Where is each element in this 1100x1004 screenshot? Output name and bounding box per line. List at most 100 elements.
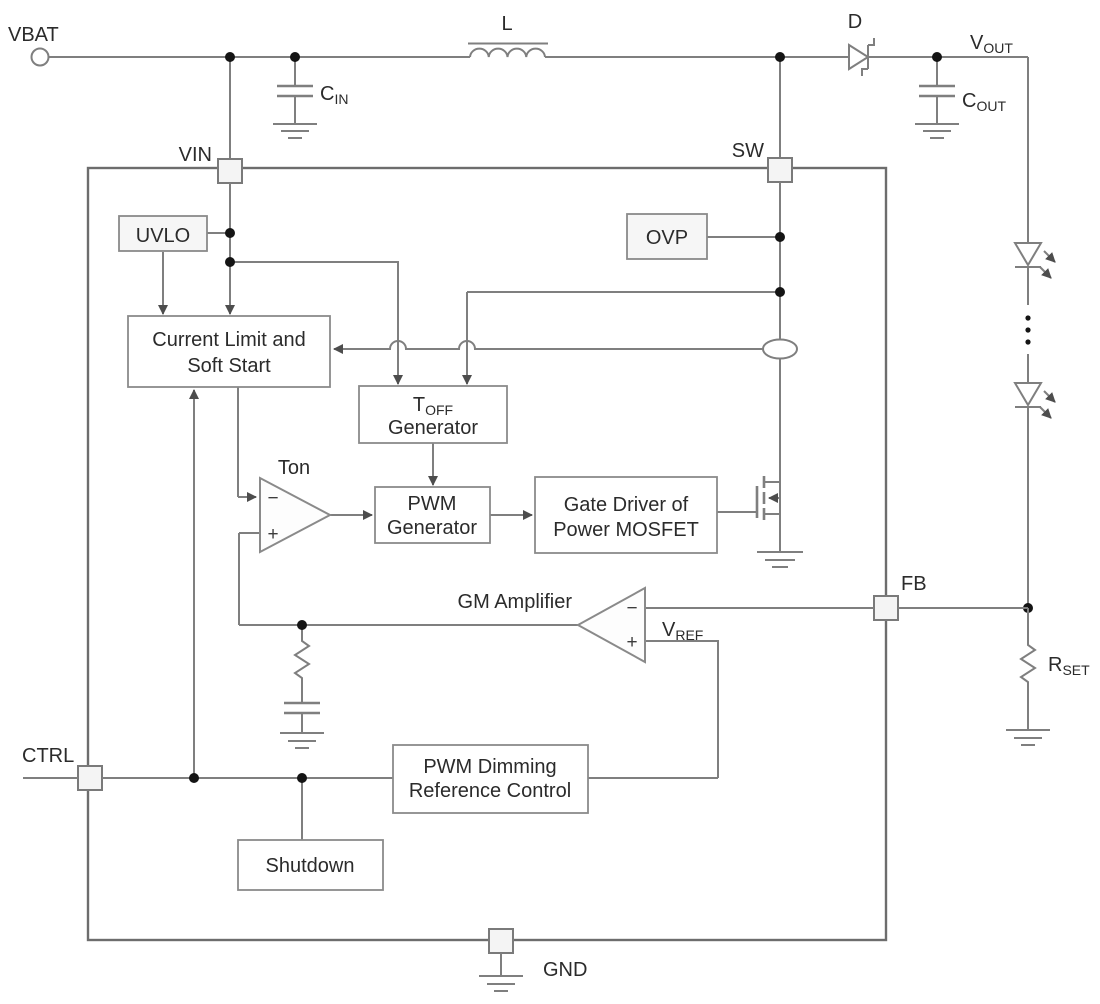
comp-resistor-symbol — [293, 625, 311, 703]
led-emission-arrow — [1043, 390, 1056, 403]
ton-comparator-triangle — [259, 476, 333, 554]
pwm-dimming-label-line2: Reference Control — [409, 780, 571, 802]
gnd-pin-ground-symbol — [479, 953, 523, 992]
mosfet-source-ground-symbol — [757, 551, 803, 568]
ctrl-pin-label: CTRL — [22, 745, 74, 767]
internal-wires — [102, 182, 1028, 840]
ctrl-internal-wire — [102, 777, 393, 840]
compensation-network — [280, 625, 324, 749]
gnd-pin-label: GND — [543, 959, 587, 981]
ctrl-pin — [77, 765, 103, 791]
cout-ground-symbol — [915, 123, 959, 139]
led-emission-arrow — [1039, 266, 1052, 279]
gnd-pin — [488, 928, 514, 954]
rset-label: RSET — [1048, 654, 1090, 678]
ic-outline — [86, 166, 888, 942]
shutdown-label: Shutdown — [266, 855, 355, 877]
junction-dot — [775, 232, 785, 242]
fb-pin — [873, 595, 899, 621]
sw-pin — [767, 157, 793, 183]
fb-pin-label: FB — [901, 573, 927, 595]
ton-label: Ton — [278, 457, 310, 479]
gm-amplifier-label: GM Amplifier — [458, 591, 573, 613]
vin-pin-label: VIN — [179, 144, 212, 166]
led-string-ellipsis — [1025, 339, 1031, 345]
junction-dot — [932, 52, 942, 62]
pwm-generator-block — [374, 486, 491, 544]
vbat-terminal — [30, 47, 50, 67]
pwm-dimming-label-line1: PWM Dimming — [423, 756, 556, 778]
vref-wire — [588, 640, 719, 779]
inductor-symbol — [468, 42, 548, 58]
top-rail-wire — [49, 56, 1029, 243]
junction-dot — [775, 52, 785, 62]
toff-generator-block — [358, 385, 508, 444]
gm-amplifier: GM Amplifier − + VREF — [458, 586, 703, 664]
sw-internal-wire — [466, 182, 781, 552]
gate-driver-label-line2: Power MOSFET — [553, 519, 699, 541]
ton-plus-sign: + — [267, 524, 278, 545]
led-string-ellipsis — [1025, 327, 1031, 333]
led-symbol — [1013, 242, 1043, 267]
ic-boundary: VIN SW FB CTRL GND — [22, 140, 927, 992]
uvlo-label: UVLO — [136, 225, 190, 247]
junction-dot — [189, 773, 199, 783]
junction-dot — [290, 52, 300, 62]
schottky-diode-symbol — [848, 38, 875, 76]
sw-pin-label: SW — [732, 140, 764, 162]
led-emission-arrow — [1039, 406, 1052, 419]
current-limit-block — [127, 315, 331, 388]
cin-label: CIN — [320, 83, 348, 107]
inductor-label: L — [501, 13, 512, 35]
uvlo-block — [118, 215, 208, 252]
junction-dot — [297, 620, 307, 630]
ovp-label: OVP — [646, 227, 688, 249]
diode-cathode-bar — [861, 38, 875, 76]
cin-capacitor-symbol — [273, 84, 317, 139]
led-cathode-bar — [1015, 406, 1041, 608]
cout-plates — [919, 84, 955, 98]
led-emission-arrow — [1043, 250, 1056, 263]
junction-dot — [225, 257, 235, 267]
inductor-coils — [469, 47, 546, 58]
current-sense-ellipse — [762, 338, 798, 360]
power-mosfet-symbol — [717, 476, 779, 520]
vin-pin — [217, 158, 243, 184]
ovp-block — [626, 213, 708, 260]
junction-dot — [297, 773, 307, 783]
pwm-dimming-block — [392, 744, 589, 814]
diode-label: D — [848, 11, 862, 33]
function-blocks: UVLO OVP Current Limit and Soft Start TO… — [118, 213, 718, 891]
gm-output-to-ton-wire — [238, 532, 578, 626]
comp-capacitor-symbol — [284, 701, 320, 715]
ton-minus-sign: − — [267, 488, 278, 509]
comp-ground-symbol — [280, 713, 324, 749]
gate-driver-label-line1: Gate Driver of — [564, 494, 689, 516]
current-limit-label-line2: Soft Start — [187, 355, 271, 377]
toff-label-line2: Generator — [388, 417, 478, 439]
cout-capacitor-symbol — [915, 84, 959, 139]
led-string: RSET — [1006, 242, 1090, 746]
current-sense-to-current-limit-arrow — [333, 340, 763, 354]
vref-label: VREF — [662, 619, 703, 643]
external-power-path: VBAT L D VOUT CIN COUT — [8, 11, 1029, 243]
pwm-generator-label-line2: Generator — [387, 517, 477, 539]
rset-ground-symbol — [1006, 729, 1050, 746]
pwm-generator-label-line1: PWM — [408, 493, 457, 515]
junction-dot — [225, 228, 235, 238]
shutdown-block — [237, 839, 384, 891]
ton-comparator: Ton − + — [259, 457, 333, 554]
cout-label: COUT — [962, 90, 1006, 114]
led-cathode-bar — [1015, 266, 1041, 305]
gm-amplifier-triangle — [575, 586, 646, 664]
diode-triangle — [848, 43, 870, 71]
led-symbol — [1013, 382, 1043, 407]
junction-dot — [225, 52, 235, 62]
gm-plus-sign: + — [626, 632, 637, 653]
gm-minus-sign: − — [626, 598, 637, 619]
current-limit-label-line1: Current Limit and — [152, 329, 305, 351]
junction-dot — [775, 287, 785, 297]
led-string-ellipsis — [1025, 315, 1031, 321]
